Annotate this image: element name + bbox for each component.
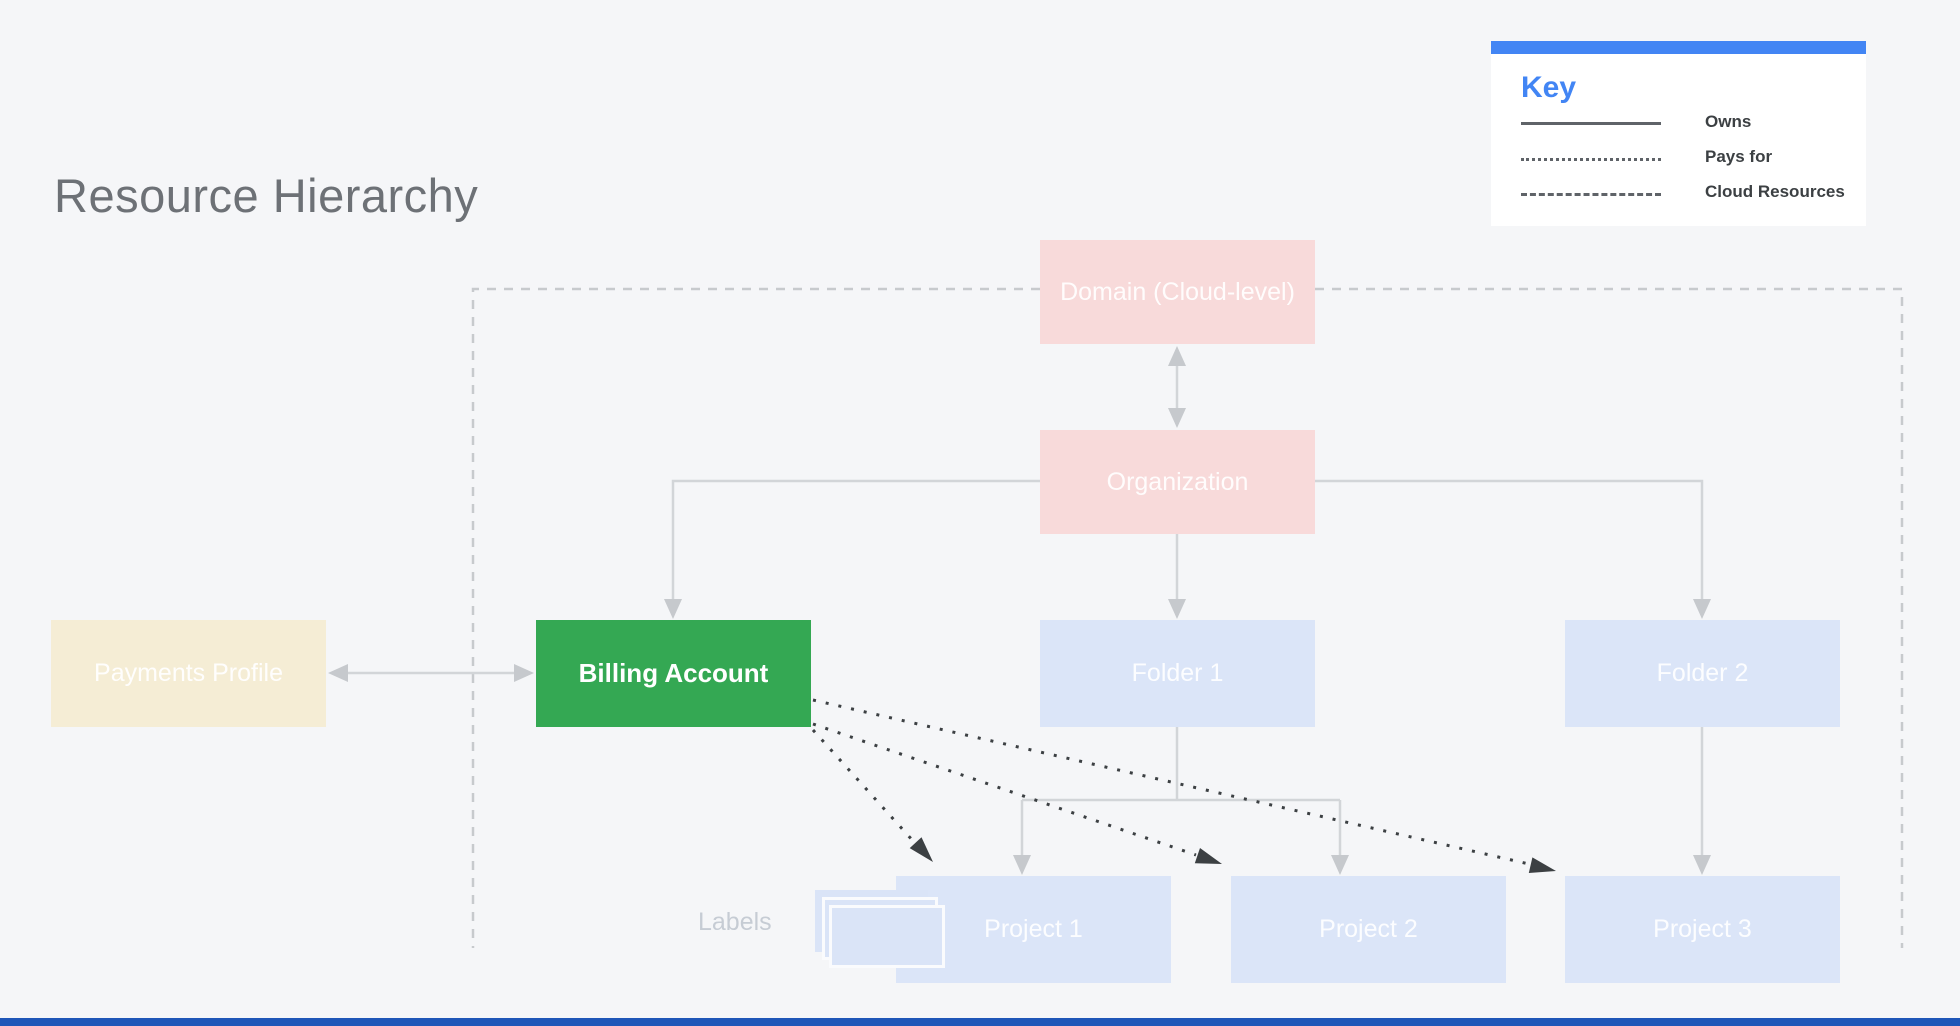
legend-panel: Key Owns Pays for Cloud Resources	[1491, 41, 1866, 226]
arrow-down-icon	[1693, 855, 1711, 875]
legend-label-cloud-resources: Cloud Resources	[1705, 182, 1845, 201]
footer-accent-bar	[0, 1018, 1960, 1026]
arrow-down-icon	[1168, 408, 1186, 428]
node-project-2: Project 2	[1231, 876, 1506, 983]
labels-stack-icon	[815, 890, 945, 970]
legend-label-pays-for: Pays for	[1705, 147, 1773, 166]
arrow-down-icon	[1693, 599, 1711, 619]
node-payments-profile: Payments Profile	[51, 620, 326, 727]
arrowhead-right-icon	[1528, 857, 1556, 873]
organization-folder2-connector	[1315, 479, 1704, 600]
node-organization: Organization	[1040, 430, 1315, 534]
arrow-up-icon	[1168, 346, 1186, 366]
page-title: Resource Hierarchy	[54, 169, 479, 222]
billing-project2-dotted	[812, 722, 1197, 857]
node-project-3: Project 3	[1565, 876, 1840, 983]
node-domain: Domain (Cloud-level)	[1040, 240, 1315, 344]
legend-dashed-line-icon	[1521, 193, 1661, 196]
node-folder-2: Folder 2	[1565, 620, 1840, 727]
arrowhead-right-icon	[909, 837, 933, 862]
arrow-down-icon	[1331, 855, 1349, 875]
organization-billing-connector	[671, 479, 1040, 600]
legend-solid-line-icon	[1521, 122, 1661, 125]
arrow-down-icon	[664, 599, 682, 619]
node-billing-account: Billing Account	[536, 620, 811, 727]
paysfor-arrowheads	[909, 837, 1556, 873]
owns-arrowheads	[328, 346, 1711, 875]
folder1-projects-connector	[1020, 727, 1342, 856]
node-folder-1: Folder 1	[1040, 620, 1315, 727]
billing-project3-dotted	[812, 698, 1530, 866]
owns-connectors	[347, 364, 1704, 856]
legend-dotted-line-icon	[1521, 158, 1661, 161]
arrow-left-icon	[328, 664, 348, 682]
cloud-resources-boundary-dashed	[471, 287, 1904, 948]
legend-accent-bar	[1491, 41, 1866, 54]
arrowhead-right-icon	[1194, 848, 1222, 864]
legend-label-owns: Owns	[1705, 112, 1752, 131]
arrow-right-icon	[514, 664, 534, 682]
arrow-down-icon	[1168, 599, 1186, 619]
label-card-front	[829, 905, 945, 968]
legend-heading: Key	[1521, 71, 1577, 104]
labels-caption: Labels	[698, 908, 772, 936]
paysfor-connectors	[811, 698, 1530, 866]
arrow-down-icon	[1013, 855, 1031, 875]
billing-project1-dotted	[811, 728, 916, 844]
